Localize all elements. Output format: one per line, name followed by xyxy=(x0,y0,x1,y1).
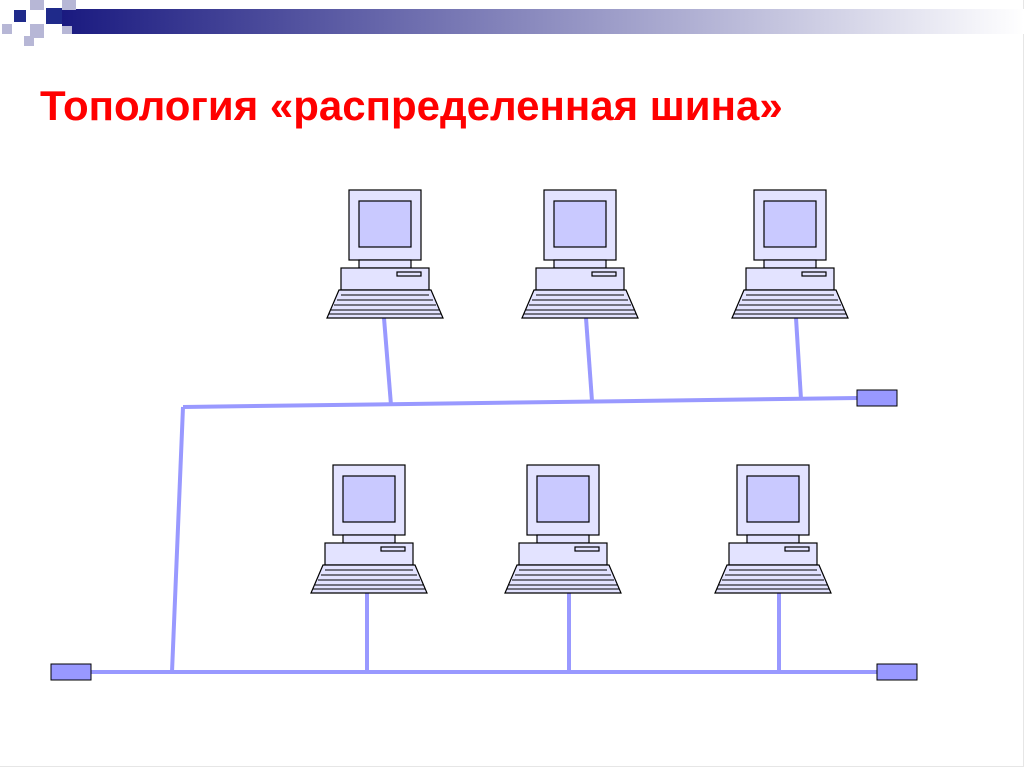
corner-square-light xyxy=(62,0,76,10)
drop-cable xyxy=(382,317,393,406)
drop-cable xyxy=(794,317,803,400)
network-cables xyxy=(90,317,878,674)
corner-square-light xyxy=(24,36,34,46)
desktop-computer-icon xyxy=(731,189,849,319)
desktop-computer-icon xyxy=(504,464,622,594)
desktop-computer-icon xyxy=(326,189,444,319)
corner-square-light xyxy=(30,0,44,10)
desktop-computer-icon xyxy=(521,189,639,319)
terminator-upper-right xyxy=(856,389,898,407)
upper-bus-cable xyxy=(182,396,859,409)
header-gradient-band xyxy=(62,9,1024,34)
corner-square-light xyxy=(62,26,72,34)
terminator-lower-right xyxy=(876,663,918,681)
terminators xyxy=(50,389,918,681)
desktop-computer-icon xyxy=(310,464,428,594)
drop-cable xyxy=(584,317,594,402)
corner-square-dark xyxy=(14,10,26,22)
corner-square-light xyxy=(30,24,44,38)
corner-decoration xyxy=(2,0,76,46)
terminator-lower-left xyxy=(50,663,92,681)
backbone-riser-cable xyxy=(170,406,185,673)
corner-square-light xyxy=(2,24,12,34)
desktop-computer-icon xyxy=(714,464,832,594)
slide-title: Топология «распределенная шина» xyxy=(40,82,783,129)
corner-square-dark xyxy=(46,8,62,24)
